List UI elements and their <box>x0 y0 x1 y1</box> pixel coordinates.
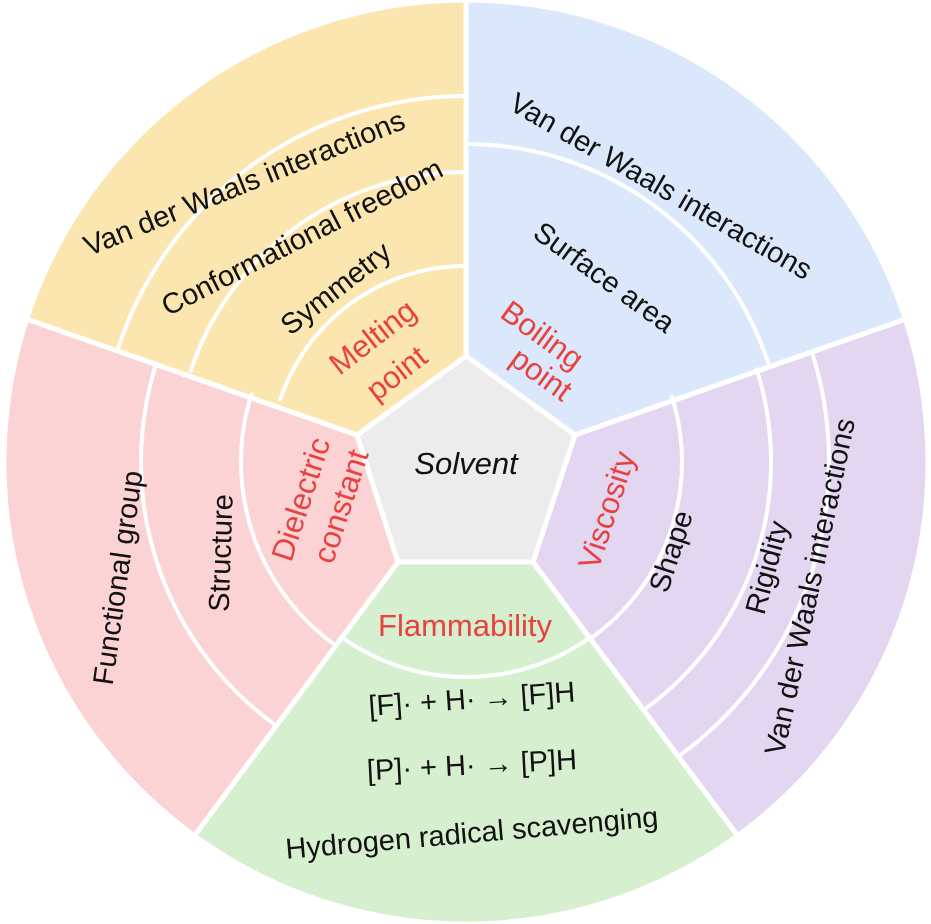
dielectric-ring-1 <box>239 391 335 646</box>
dielectric-factor-structure: Structure <box>204 494 240 613</box>
dielectric-ring-2 <box>139 360 277 727</box>
center-label: Solvent <box>414 446 519 481</box>
melting-ring-1 <box>277 264 467 403</box>
melting-ring-3 <box>115 94 467 350</box>
dielectric-sector <box>1 316 401 839</box>
melting-sector <box>24 0 469 438</box>
boiling-ring-1 <box>465 142 771 365</box>
melting-ring-2 <box>188 170 467 374</box>
center-pentagon <box>354 353 578 565</box>
viscosity-ring-3 <box>678 349 831 758</box>
flammability-ring-1 <box>338 634 594 679</box>
boiling-sector <box>463 0 908 438</box>
flammability-label: Flammability <box>378 608 552 643</box>
viscosity-ring-1 <box>591 394 684 639</box>
viscosity-ring-2 <box>644 367 774 711</box>
